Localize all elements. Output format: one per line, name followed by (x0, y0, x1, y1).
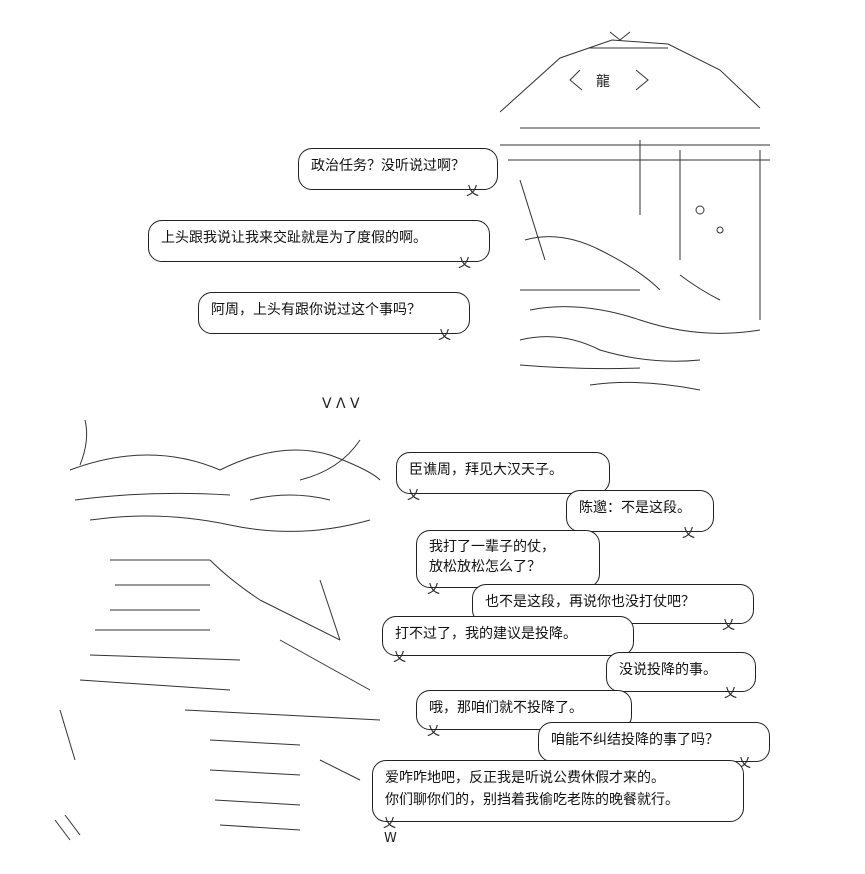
bubble-text-line: 我打了一辈子的仗， (429, 539, 555, 555)
bubble-tail: 乂 (723, 686, 737, 701)
speech-bubble: 咱能不纠结投降的事了吗？ 乂 (538, 722, 770, 770)
bubble-text: 没说投降的事。 (619, 662, 717, 678)
speech-bubble: 上头跟我说让我来交趾就是为了度假的啊。 乂 (148, 220, 490, 270)
speech-bubble: 没说投降的事。 乂 (606, 652, 756, 700)
bubble-tail: 乂 (427, 724, 441, 739)
stars-glyph: V Λ V (322, 396, 360, 412)
bubble-text: 打不过了，我的建议是投降。 (395, 626, 577, 642)
bubble-tail: 乂 (437, 328, 451, 343)
bubble-tail: 乂 (427, 582, 441, 597)
speech-bubble: 我打了一辈子的仗， 放松放松怎么了？ 乂 (416, 530, 600, 596)
bubble-text: 咱能不纠结投降的事了吗？ (551, 732, 719, 748)
bubble-text-line: 放松放松怎么了？ (429, 559, 541, 575)
roof-drawing: 龍 (499, 31, 770, 320)
speech-bubble: 打不过了，我的建议是投降。 乂 (382, 616, 634, 664)
bubble-text-line: 你们聊你们的，别挡着我偷吃老陈的晚餐就行。 (385, 792, 679, 808)
bubble-text-line: 爱咋咋地吧，反正我是听说公费休假才来的。 (385, 770, 665, 786)
speech-bubble: 臣谯周，拜见大汉天子。 乂 (396, 452, 610, 502)
bubble-tail: 乂 (465, 184, 479, 199)
bubble-text: 政治任务？没听说过啊？ (311, 158, 465, 174)
seated-figure-drawing (519, 205, 761, 391)
bubble-text: 阿周，上头有跟你说过这个事吗？ (211, 302, 421, 318)
speech-bubble: 爱咋咋地吧，反正我是听说公费休假才来的。 你们聊你们的，别挡着我偷吃老陈的晚餐就… (372, 760, 744, 830)
speech-bubble: 哦，那咱们就不投降了。 乂 (416, 690, 632, 738)
two-figures-drawing: V Λ V W (54, 396, 397, 846)
speech-bubble: 陈邈：不是这段。 乂 (566, 490, 714, 540)
bubble-text: 哦，那咱们就不投降了。 (429, 700, 583, 716)
bubble-text: 臣谯周，拜见大汉天子。 (409, 462, 563, 478)
bubble-tail: 乂 (393, 650, 407, 665)
bubble-tail: 乂 (383, 816, 397, 831)
bubble-tail: 乂 (681, 526, 695, 541)
dragon-sign-text: 龍 (596, 73, 610, 90)
bubble-tail: 乂 (407, 488, 421, 503)
speech-bubble: 阿周，上头有跟你说过这个事吗？ 乂 (198, 292, 470, 342)
bubble-tail: 乂 (721, 618, 735, 633)
bubble-text: 也不是这段，再说你也没打仗吧？ (485, 594, 695, 610)
bubble-text: 陈邈：不是这段。 (579, 500, 691, 516)
bubble-tail: 乂 (457, 256, 471, 271)
speech-bubble: 政治任务？没听说过啊？ 乂 (298, 148, 498, 198)
bubble-text: 上头跟我说让我来交趾就是为了度假的啊。 (161, 230, 427, 246)
w-glyph: W (384, 831, 397, 846)
